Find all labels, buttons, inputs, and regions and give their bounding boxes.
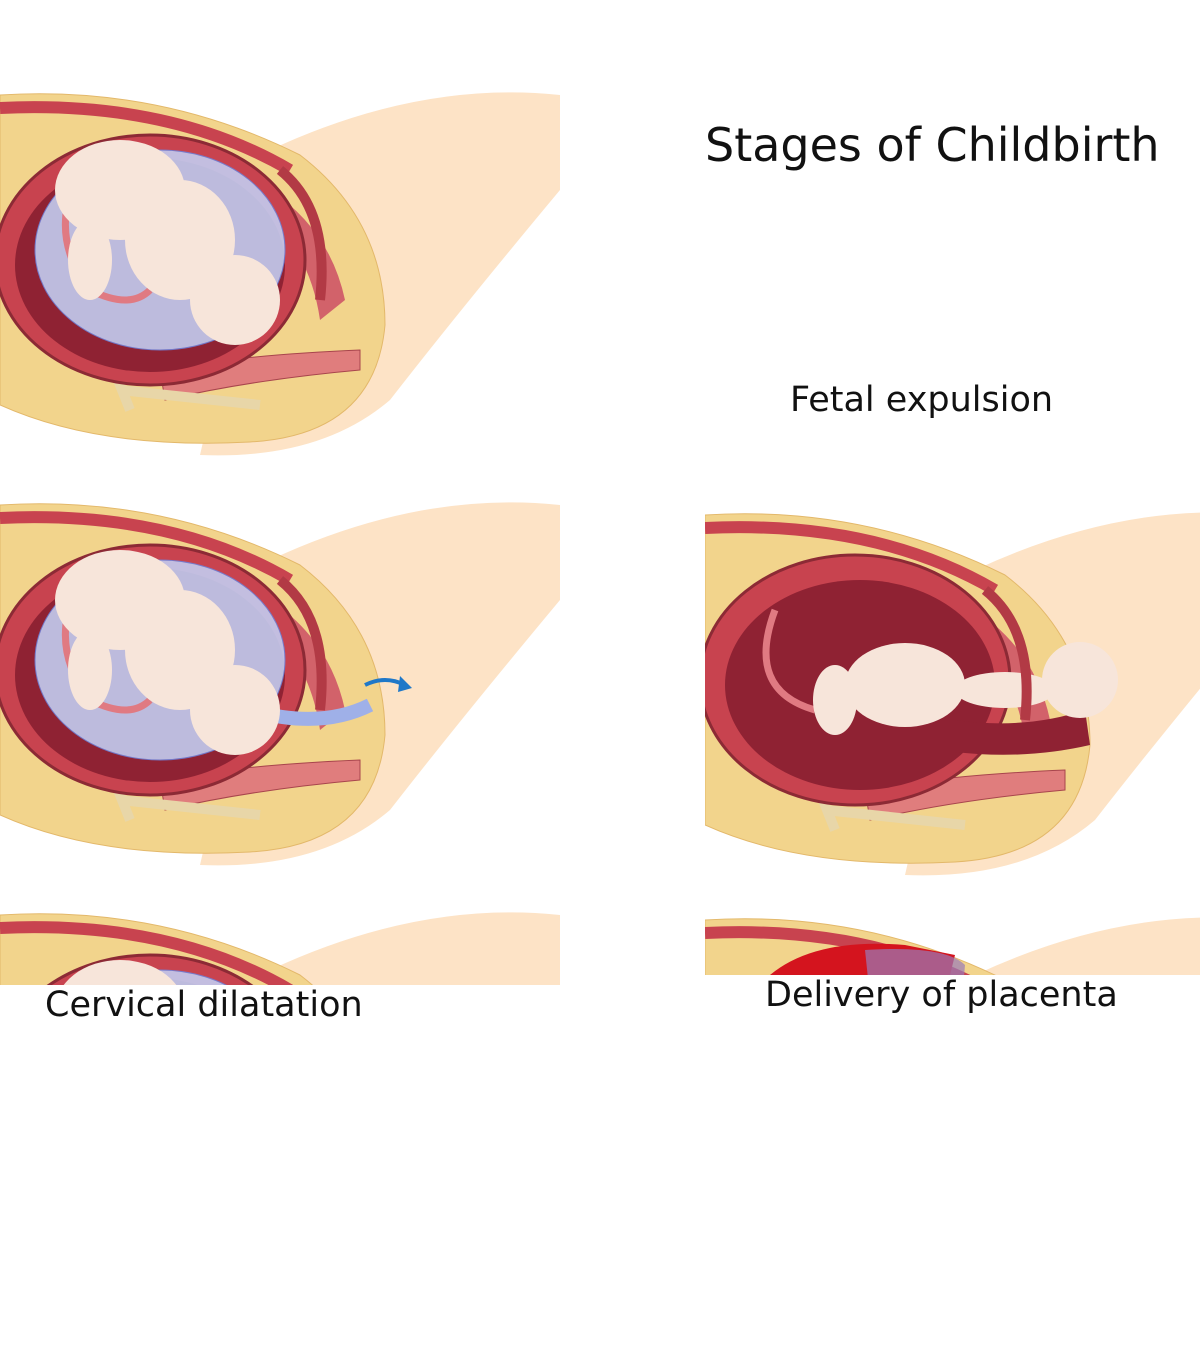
abdominal-wall (0, 101, 294, 176)
cervix-wall (276, 576, 327, 711)
label-fetal-expulsion: Fetal expulsion (790, 380, 1054, 420)
stage-panel-cervical-dilatation (0, 912, 560, 985)
abdominal-wall (0, 921, 294, 985)
diagram-title: Stages of Childbirth (705, 118, 1160, 172)
thigh-shape (975, 917, 1200, 975)
baby-back (63, 960, 177, 985)
cervix-wall (981, 586, 1032, 721)
abdominal-wall (0, 511, 294, 586)
stage-panel-fetal-expulsion (705, 512, 1200, 876)
stage-panel-early (0, 92, 560, 456)
baby-head (190, 255, 280, 345)
placenta-membrane (865, 949, 965, 975)
thigh-shape (266, 912, 560, 985)
label-cervical-dilatation: Cervical dilatation (45, 985, 363, 1025)
umbilical-cord (762, 608, 816, 714)
stage-panel-placenta (705, 917, 1200, 975)
cervix-wall (276, 166, 327, 301)
stage-panel-rupture (0, 502, 560, 866)
baby-arm (955, 672, 1055, 708)
baby-leg (813, 665, 857, 735)
baby-head (190, 665, 280, 755)
baby-leg (68, 220, 112, 300)
birth-canal (955, 710, 1090, 755)
label-delivery-of-placenta: Delivery of placenta (765, 975, 1118, 1015)
abdominal-wall (705, 521, 999, 596)
baby-head (1042, 642, 1118, 718)
baby-leg (68, 630, 112, 710)
fluid-arrow-head (398, 676, 412, 692)
baby-body (845, 643, 965, 727)
